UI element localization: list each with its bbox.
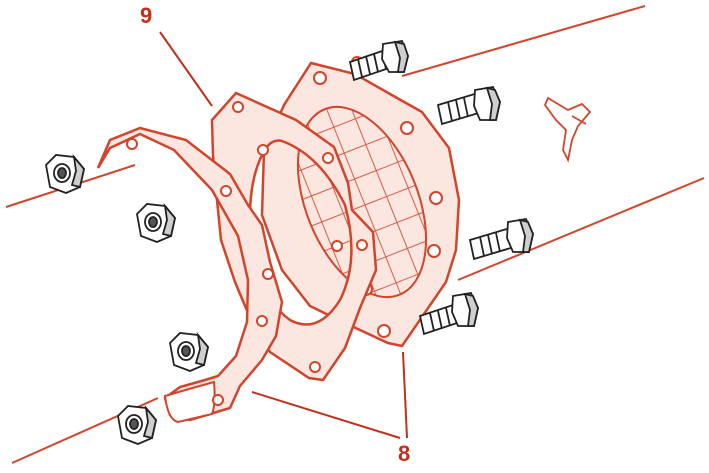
gasket-holes	[232, 101, 368, 373]
nut-3	[169, 331, 209, 372]
bolt-1	[348, 39, 409, 82]
pipe-flange-collar	[163, 380, 216, 424]
nut-4	[117, 404, 157, 445]
bolt-4	[418, 291, 479, 336]
hanger-bracket	[543, 96, 592, 163]
leader-lines	[159, 31, 408, 439]
callout-9: 9	[140, 3, 153, 28]
pipe-flange	[96, 126, 284, 424]
pipe-lower-edge	[457, 177, 705, 281]
converter-opening	[296, 105, 428, 299]
nut-1	[45, 153, 85, 194]
leader-8-left	[251, 391, 401, 439]
bolt-3	[468, 217, 534, 261]
leader-9	[159, 31, 213, 107]
pipe-flange-holes	[126, 138, 274, 406]
bolt-2	[436, 85, 501, 126]
nut-2	[136, 202, 176, 243]
bolts	[348, 39, 534, 336]
callout-8: 8	[398, 441, 411, 466]
leader-8-right	[402, 351, 408, 439]
nuts	[45, 153, 209, 445]
pipe-upper-edge	[401, 5, 646, 77]
